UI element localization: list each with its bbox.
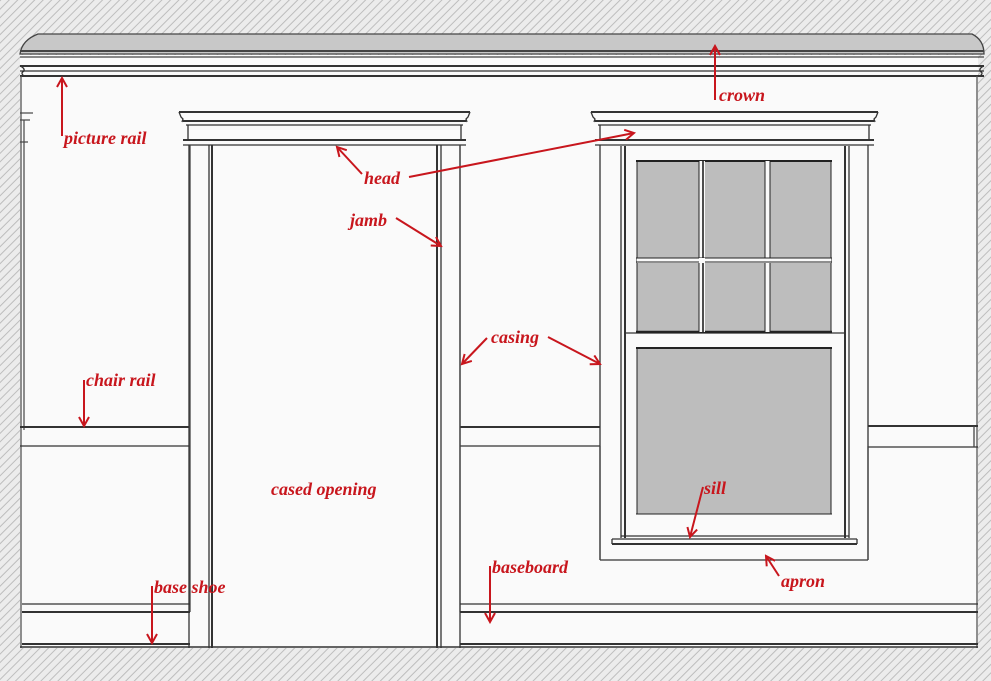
label-crown: crown <box>719 85 766 105</box>
lower-sash <box>636 347 832 515</box>
label-cased-opening: cased opening <box>271 479 377 499</box>
label-sill: sill <box>704 478 727 498</box>
label-base-shoe: base shoe <box>154 577 226 597</box>
sill-arrow <box>690 486 704 537</box>
label-apron: apron <box>781 571 826 591</box>
label-head: head <box>364 168 400 188</box>
casing-arrow-left <box>462 337 488 364</box>
head-arrow-door <box>337 147 363 175</box>
crown-molding <box>19 33 985 58</box>
apron-arrow <box>766 556 780 577</box>
label-baseboard: baseboard <box>492 557 568 577</box>
casing-arrow-right <box>547 336 600 364</box>
label-casing: casing <box>491 327 540 347</box>
baseboard <box>22 603 978 613</box>
picture-rail <box>19 65 985 77</box>
jamb-arrow <box>395 217 441 246</box>
head-arrow-window <box>408 133 634 178</box>
label-chair-rail: chair rail <box>86 370 156 390</box>
base-shoe <box>20 643 978 648</box>
wainscot-lines <box>189 145 975 612</box>
chair-rail <box>20 425 978 448</box>
callout-arrows <box>62 46 780 643</box>
left-partial-casing <box>20 112 33 430</box>
label-jamb: jamb <box>350 210 388 230</box>
upper-sash <box>636 160 832 334</box>
label-picture-rail: picture rail <box>64 128 147 148</box>
